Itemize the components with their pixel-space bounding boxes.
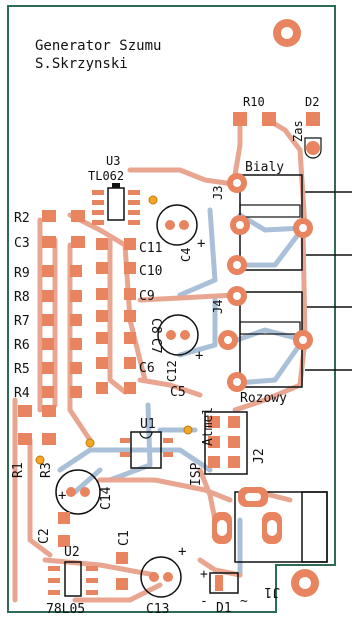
mounting-holes	[273, 19, 319, 597]
svg-text:C3: C3	[14, 236, 30, 251]
j3: Bialy J3	[211, 160, 313, 275]
svg-text:ISP: ISP	[189, 462, 204, 486]
svg-text:C4: C4	[179, 248, 193, 262]
r10: R10	[233, 95, 276, 126]
c9: C9	[96, 288, 155, 304]
svg-text:C6: C6	[139, 361, 155, 376]
svg-text:J3: J3	[211, 186, 225, 200]
board-outline	[7, 5, 336, 613]
svg-text:U3: U3	[106, 154, 120, 168]
svg-text:R6: R6	[14, 338, 30, 353]
svg-text:C11: C11	[139, 241, 162, 256]
svg-text:78L05: 78L05	[46, 602, 85, 617]
d1: + - ~ D1	[200, 567, 248, 616]
r1: R1	[11, 405, 32, 478]
svg-text:R3: R3	[39, 462, 54, 478]
r3: R3	[39, 405, 56, 478]
bottom-traces	[57, 207, 306, 578]
svg-text:R7: R7	[14, 314, 30, 329]
c1: C1	[116, 530, 132, 590]
c2: C2	[37, 512, 70, 547]
svg-text:C14: C14	[99, 486, 114, 510]
u1: U1	[120, 417, 173, 469]
svg-text:C7: C7	[148, 338, 163, 354]
svg-text:Rozowy: Rozowy	[240, 391, 287, 406]
svg-text:C13: C13	[146, 602, 169, 617]
svg-text:C12: C12	[165, 360, 179, 382]
board-author: S.Skrzynski	[35, 56, 128, 72]
c6: C6	[96, 357, 155, 376]
svg-text:D1: D1	[216, 601, 232, 616]
c10: C10	[96, 262, 162, 279]
c8: C8	[96, 310, 163, 334]
r7: R7	[14, 314, 82, 329]
svg-text:~: ~	[240, 594, 248, 609]
svg-text:C2: C2	[37, 528, 52, 544]
c11: C11	[96, 238, 162, 256]
u3: U3 TL062	[88, 154, 140, 225]
r8: R8	[14, 290, 82, 305]
svg-text:U1: U1	[140, 417, 156, 432]
svg-text:U2: U2	[64, 545, 80, 560]
svg-text:R1: R1	[11, 462, 26, 478]
svg-text:Bialy: Bialy	[245, 160, 284, 175]
svg-text:+: +	[58, 488, 66, 504]
svg-text:Atmel: Atmel	[201, 407, 216, 446]
svg-text:+: +	[200, 567, 208, 582]
svg-text:R10: R10	[243, 95, 265, 109]
c12: + C12	[157, 314, 203, 382]
svg-text:R2: R2	[14, 211, 30, 226]
svg-text:C10: C10	[139, 264, 162, 279]
svg-text:-: -	[200, 594, 208, 609]
svg-text:C8: C8	[148, 318, 163, 334]
board-title: Generator Szumu	[35, 38, 161, 54]
svg-text:Zas: Zas	[291, 120, 305, 142]
svg-text:C5: C5	[170, 385, 186, 400]
r9: R9	[14, 265, 82, 281]
j2-isp: Atmel ISP J2	[189, 407, 267, 486]
svg-text:C9: C9	[139, 289, 155, 304]
j1: J1	[212, 487, 328, 599]
svg-text:+: +	[197, 236, 205, 252]
r2: R2	[14, 210, 85, 226]
r6: R6	[14, 338, 82, 353]
vias	[35, 195, 193, 465]
output-leads	[305, 191, 352, 371]
svg-text:+: +	[178, 544, 186, 560]
c13: + C13	[140, 544, 186, 617]
d2: D2 Zas	[291, 95, 322, 159]
svg-text:J2: J2	[252, 448, 267, 464]
svg-text:R9: R9	[14, 266, 30, 281]
c4: + C4	[156, 204, 205, 262]
c14: + C14	[55, 469, 114, 515]
u2: U2 78L05	[46, 545, 98, 617]
c3: C3	[14, 236, 85, 251]
svg-text:D2: D2	[305, 95, 319, 109]
c7: C7	[96, 332, 163, 354]
c5: C5	[96, 382, 186, 400]
svg-text:R4: R4	[14, 386, 30, 401]
svg-text:R5: R5	[14, 362, 30, 377]
svg-text:C1: C1	[117, 530, 132, 546]
svg-text:+: +	[195, 348, 203, 364]
svg-text:TL062: TL062	[88, 169, 124, 183]
svg-text:R8: R8	[14, 290, 30, 305]
j4: Rozowy J4	[211, 286, 313, 406]
r4: R4	[14, 386, 82, 401]
svg-text:J4: J4	[211, 300, 225, 314]
svg-text:J1: J1	[264, 584, 280, 599]
r5: R5	[14, 362, 82, 377]
